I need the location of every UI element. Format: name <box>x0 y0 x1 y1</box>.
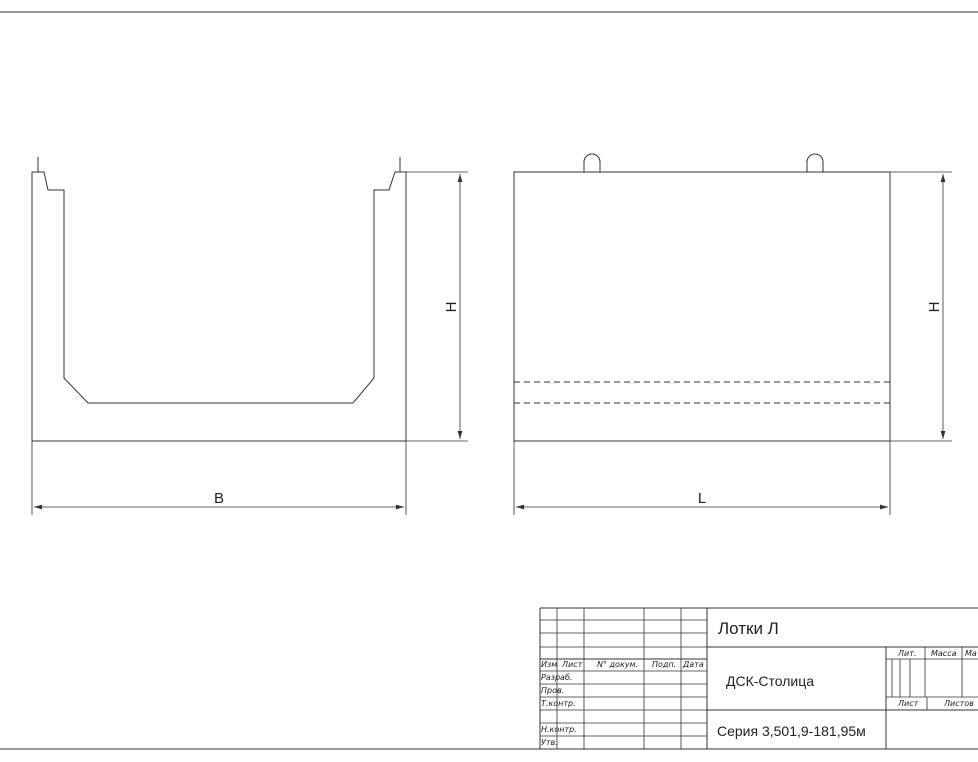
cross-section-view <box>31 157 468 515</box>
role-developed: Разраб. <box>541 673 572 682</box>
dim-label-length: L <box>698 490 706 507</box>
tray-side-rect <box>513 171 891 442</box>
col-header-sign: Подп. <box>652 660 676 669</box>
header-scale: Ма <box>965 649 977 658</box>
lifting-loop-right <box>806 153 824 172</box>
lifting-loop-left <box>583 153 601 172</box>
title-block-title: Лотки Л <box>718 619 779 638</box>
title-block-series: Серия 3,501,9-181,95м <box>717 723 866 739</box>
header-lit: Лит. <box>897 649 916 658</box>
side-view <box>513 153 952 515</box>
col-header-date: Дата <box>682 660 704 669</box>
col-header-izm: Изм <box>541 660 557 669</box>
role-tech-control: Т.контр. <box>541 699 576 708</box>
role-checked: Пров. <box>541 686 564 695</box>
title-block <box>539 607 978 749</box>
col-header-doc-no: N° докум. <box>597 660 638 669</box>
title-block-organization: ДСК-Столица <box>726 673 814 689</box>
role-norm-control: Н.контр. <box>541 725 577 734</box>
header-mass: Масса <box>931 649 957 658</box>
tray-outer-contour <box>31 171 407 442</box>
dim-label-height-left: H <box>443 302 460 313</box>
sheet-frame <box>0 11 978 750</box>
dim-label-height-right: H <box>926 302 943 313</box>
header-sheets: Листов <box>943 699 974 708</box>
dim-label-width: B <box>214 490 224 507</box>
role-approved: Утв. <box>541 738 558 747</box>
header-sheet: Лист <box>897 699 919 708</box>
col-header-list: Лист <box>561 660 583 669</box>
